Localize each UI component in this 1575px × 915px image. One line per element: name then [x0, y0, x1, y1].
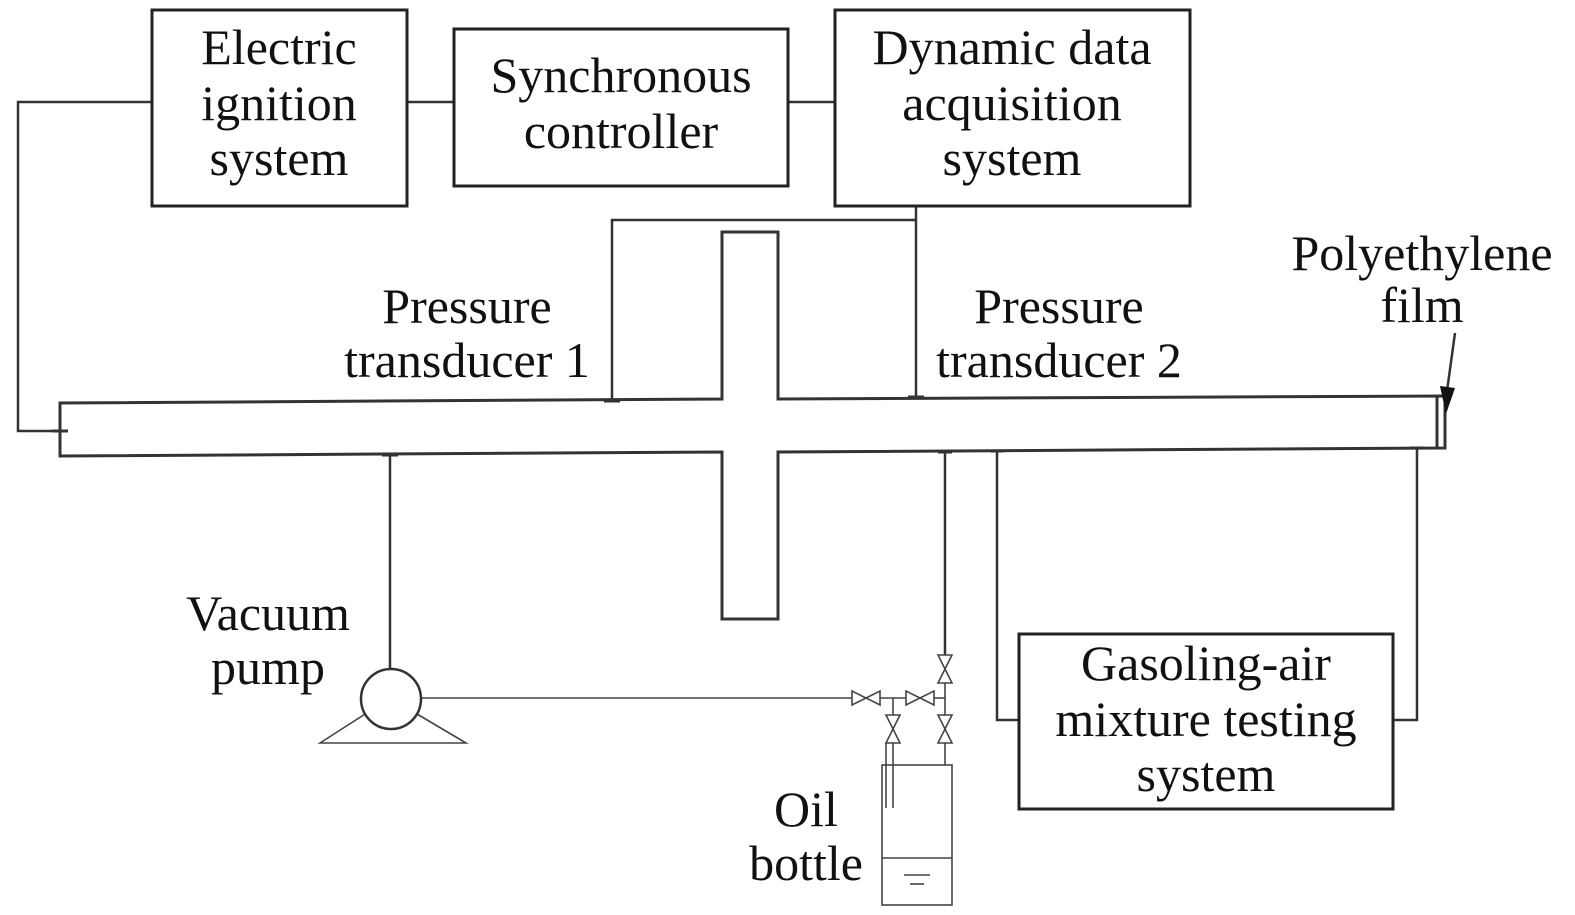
box-label: mixture testing — [1055, 691, 1356, 747]
electric-ignition-box: Electric ignition system — [150, 8, 409, 208]
pressure-transducer-2-label: Pressure transducer 2 — [936, 278, 1182, 388]
box-label: Synchronous — [490, 47, 751, 103]
polyethylene-film-label: Polyethylene film — [1291, 225, 1552, 333]
vacuum-pump-label: Vacuum pump — [186, 585, 350, 695]
oil-bottle-symbol — [881, 764, 953, 906]
box-label: acquisition — [902, 75, 1121, 131]
valve-icon — [936, 714, 954, 731]
label-line: Polyethylene — [1291, 225, 1552, 281]
valve-icon — [864, 689, 881, 707]
explosion-tube — [58, 230, 1447, 621]
valve-icon — [884, 714, 902, 731]
valve-icon — [936, 727, 954, 744]
pump-base — [317, 697, 469, 744]
vacuum-pump-symbol — [317, 667, 469, 744]
tube-ports — [52, 395, 1424, 457]
box-label: Gasoling-air — [1081, 635, 1331, 691]
label-line: Vacuum — [186, 585, 350, 641]
valve-icon — [851, 689, 868, 707]
transducer-1-wire — [610, 218, 916, 401]
valve-icon — [918, 689, 935, 707]
box-label: Dynamic data — [872, 19, 1151, 75]
ignition-to-tube-wire — [16, 100, 152, 433]
label-line: Pressure — [382, 278, 551, 334]
signal-wires — [16, 100, 918, 433]
box-label: system — [1137, 746, 1276, 802]
box-label: controller — [524, 103, 719, 159]
film-arrow — [1440, 332, 1457, 414]
pressure-transducer-1-label: Pressure transducer 1 — [344, 278, 590, 388]
mixture-testing-box: Gasoling-air mixture testing system — [1017, 632, 1395, 811]
label-line: transducer 2 — [936, 332, 1182, 388]
label-line: bottle — [749, 835, 863, 891]
box-label: system — [210, 130, 349, 186]
testing-loop-left — [995, 451, 1019, 722]
dynamic-data-acquisition-box: Dynamic data acquisition system — [833, 8, 1192, 208]
box-label: system — [943, 130, 1082, 186]
label-line: transducer 1 — [344, 332, 590, 388]
label-line: Pressure — [974, 278, 1143, 334]
label-line: film — [1380, 277, 1463, 333]
valve-icon — [905, 689, 922, 707]
valve-icon — [884, 727, 902, 744]
box-label: ignition — [201, 75, 357, 131]
film-arrow-line — [1445, 332, 1457, 392]
label-line: Oil — [774, 781, 838, 837]
piping — [388, 448, 1419, 722]
film-arrow-head — [1440, 386, 1455, 414]
valve-icon — [936, 667, 954, 684]
oil-bottle-label: Oil bottle — [749, 781, 863, 891]
testing-loop-right — [1393, 448, 1419, 722]
synchronous-controller-box: Synchronous controller — [452, 27, 790, 188]
valve-assembly — [851, 654, 954, 808]
box-label: Electric — [201, 19, 356, 75]
bottle-body — [881, 764, 953, 906]
pump-body — [359, 667, 423, 731]
label-line: pump — [211, 639, 325, 695]
valve-icon — [936, 654, 954, 671]
